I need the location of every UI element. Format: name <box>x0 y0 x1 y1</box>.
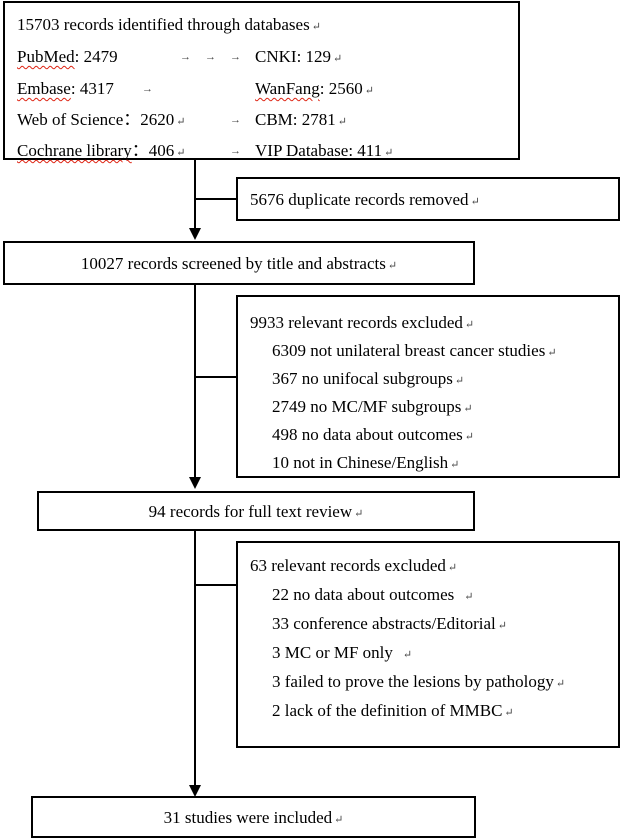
exclusion-box-2: 63 relevant records excluded↵ 22 no data… <box>236 541 620 748</box>
exclusion-2-item: 2 lack of the definition of MMBC↵ <box>272 701 514 720</box>
tab-arrow-icon: → <box>230 145 241 157</box>
included-text: 31 studies were included↵ <box>163 808 344 827</box>
branch-line-excluded-2 <box>195 584 237 586</box>
db-vip: VIP Database: 411↵ <box>255 141 394 160</box>
db-cochrane: Cochrane library：406↵ <box>17 141 186 160</box>
exclusion-2-item: 33 conference abstracts/Editorial↵ <box>272 614 507 633</box>
exclusion-1-item: 2749 no MC/MF subgroups↵ <box>272 397 473 416</box>
fulltext-box: 94 records for full text review↵ <box>37 491 475 531</box>
duplicates-box: 5676 duplicate records removed↵ <box>236 177 620 221</box>
main-flow-line-2 <box>194 285 196 479</box>
included-box: 31 studies were included↵ <box>31 796 476 838</box>
main-flow-line-3 <box>194 531 196 787</box>
db-wanfang: WanFang: 2560↵ <box>255 79 374 98</box>
tab-arrow-icon: → <box>142 83 153 95</box>
db-cnki: CNKI: 129↵ <box>255 47 343 66</box>
exclusion-2-header: 63 relevant records excluded↵ <box>250 556 458 575</box>
exclusion-1-header: 9933 relevant records excluded↵ <box>250 313 475 332</box>
exclusion-1-item: 10 not in Chinese/English↵ <box>272 453 460 472</box>
branch-line-excluded-1 <box>195 376 237 378</box>
exclusion-box-1: 9933 relevant records excluded↵ 6309 not… <box>236 295 620 478</box>
tab-arrow-icon: → <box>230 114 241 126</box>
tab-arrow-icon: → <box>180 51 191 63</box>
branch-line-duplicates <box>195 198 237 200</box>
duplicates-text: 5676 duplicate records removed↵ <box>250 190 480 209</box>
db-pubmed: PubMed: 2479 <box>17 47 118 66</box>
exclusion-2-item: 22 no data about outcomes↵ <box>272 585 474 604</box>
identification-header: 15703 records identified through databas… <box>17 15 321 34</box>
fulltext-text: 94 records for full text review↵ <box>148 502 364 521</box>
exclusion-2-item: 3 failed to prove the lesions by patholo… <box>272 672 566 691</box>
arrow-down-icon <box>189 477 201 489</box>
db-cbm: CBM: 2781↵ <box>255 110 347 129</box>
arrow-down-icon <box>189 228 201 240</box>
screened-text: 10027 records screened by title and abst… <box>80 254 398 273</box>
db-embase: Embase: 4317 <box>17 79 114 98</box>
exclusion-2-item: 3 MC or MF only↵ <box>272 643 413 662</box>
exclusion-1-item: 6309 not unilateral breast cancer studie… <box>272 341 557 360</box>
arrow-down-icon <box>189 785 201 797</box>
identification-box: 15703 records identified through databas… <box>3 1 520 160</box>
db-web-of-science: Web of Science：2620↵ <box>17 110 186 129</box>
tab-arrow-icon: → <box>205 51 216 63</box>
tab-arrow-icon: → <box>230 51 241 63</box>
exclusion-1-item: 498 no data about outcomes↵ <box>272 425 474 444</box>
screened-box: 10027 records screened by title and abst… <box>3 241 475 285</box>
main-flow-line-1 <box>194 160 196 230</box>
exclusion-1-item: 367 no unifocal subgroups↵ <box>272 369 465 388</box>
